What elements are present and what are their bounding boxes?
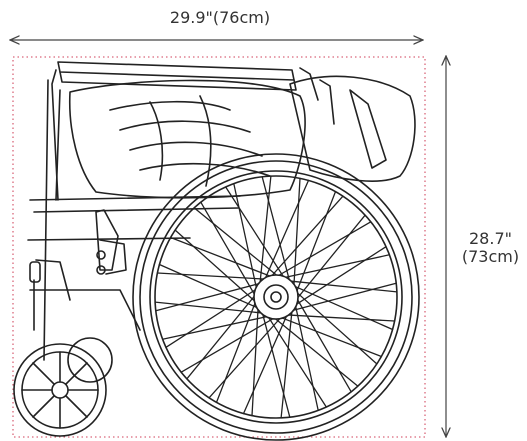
rear-wheel-tire-outer (132, 153, 420, 441)
rear-wheel-spoke (275, 221, 372, 278)
rear-wheel-spoke (266, 314, 327, 408)
rear-wheel-spoke (259, 175, 272, 286)
rear-wheel-spoke (293, 177, 301, 289)
rear-wheel-spoke (161, 315, 271, 340)
rear-wheel-spoke (154, 301, 265, 314)
caster-wheel (13, 261, 113, 437)
side-bag (289, 67, 416, 182)
backrest-cushion (68, 79, 306, 199)
rear-wheel-spoke (294, 302, 319, 412)
rear-wheel-spoke (280, 308, 293, 419)
rear-wheel-hub (263, 284, 289, 310)
rear-wheel-spoke (289, 282, 397, 312)
rear-wheel-spoke (169, 236, 274, 278)
rear-wheel-hub-outer (253, 274, 299, 320)
rear-wheel (132, 153, 420, 441)
rear-wheel-spoke (242, 312, 289, 415)
rear-wheel-spoke (208, 315, 283, 399)
rear-wheel-spokes (154, 175, 398, 419)
rear-wheel-spoke (263, 179, 310, 282)
rear-wheel-spoke (291, 284, 394, 331)
rear-wheel-spoke (155, 282, 263, 312)
rear-wheel-spoke (158, 263, 261, 310)
rear-wheel-spoke (295, 214, 366, 301)
height-dimension-label: 28.7" (73cm) (454, 229, 527, 267)
rear-wheel-spoke (284, 314, 396, 322)
rear-wheel-spoke (287, 280, 398, 293)
rear-wheel-spoke (278, 316, 383, 358)
rear-wheel-spoke (200, 201, 257, 298)
rear-wheel-spoke (272, 316, 359, 387)
push-handle (51, 61, 297, 201)
height-dimension-inches: 28.7" (469, 229, 512, 248)
rear-wheel-spoke (293, 246, 387, 307)
rear-wheel-spoke (180, 316, 277, 373)
rear-wheel-spoke (261, 310, 291, 418)
rear-wheel-rim-inner (154, 175, 398, 419)
rear-wheel-spoke (193, 207, 280, 278)
rear-wheel-spoke (295, 296, 352, 393)
rear-wheel-spoke (261, 176, 291, 284)
height-dimension-cm: (73cm) (461, 247, 520, 267)
rear-wheel-spoke (269, 195, 344, 279)
side-frame (27, 79, 241, 361)
rear-wheel-spoke (251, 305, 259, 417)
rear-wheel-spoke (295, 190, 337, 295)
rear-wheel-spoke (215, 299, 257, 404)
rear-wheel-spoke (165, 287, 259, 348)
rear-wheel-spoke (281, 254, 391, 279)
rear-wheel-spoke (156, 272, 268, 280)
brake-assembly (95, 209, 127, 275)
rear-wheel-tire-inner (139, 160, 413, 434)
width-dimension-label: 29.9"(76cm) (169, 8, 271, 27)
rear-wheel-spoke (174, 229, 258, 304)
rear-wheel-spoke (294, 290, 378, 365)
rear-wheel-spoke (233, 182, 258, 292)
rear-wheel-spoke (186, 293, 257, 380)
rear-wheel-spoke (225, 186, 286, 280)
rear-wheel-axle (270, 291, 282, 303)
rear-wheel-rim (149, 170, 403, 424)
